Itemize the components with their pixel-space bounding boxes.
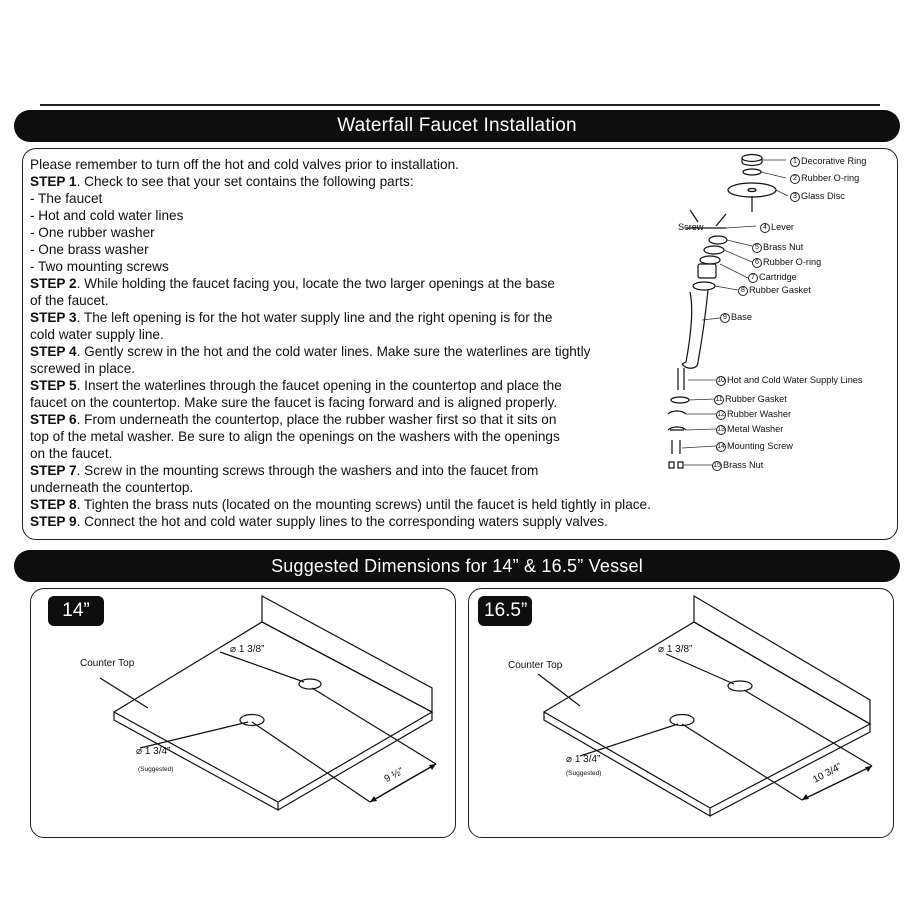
- step-3: STEP 3. The left opening is for the hot …: [30, 310, 553, 325]
- counter-top-label-14: Counter Top: [80, 658, 135, 669]
- suggested-label-14: (Suggested): [138, 766, 174, 773]
- size-badge-16-5: 16.5”: [478, 596, 532, 626]
- title-banner: Waterfall Faucet Installation: [14, 110, 900, 142]
- step-6: STEP 6. From underneath the countertop, …: [30, 412, 557, 427]
- step-5-cont: faucet on the countertop. Make sure the …: [30, 395, 558, 410]
- part-label-screw: Screw: [678, 222, 704, 232]
- faucet-exploded-diagram: [667, 153, 789, 469]
- small-hole-label-14: ⌀ 1 3/8”: [230, 644, 265, 655]
- counter-top-label-16-5: Counter Top: [508, 660, 563, 671]
- step-3-cont: cold water supply line.: [30, 327, 164, 342]
- step-8: STEP 8. Tighten the brass nuts (located …: [30, 497, 651, 512]
- step-6-cont: on the faucet.: [30, 446, 113, 461]
- step-7: STEP 7. Screw in the mounting screws thr…: [30, 463, 539, 478]
- step-1: STEP 1. Check to see that your set conta…: [30, 174, 414, 189]
- intro-line: Please remember to turn off the hot and …: [30, 157, 459, 172]
- part-item: - The faucet: [30, 191, 103, 206]
- top-divider: [40, 104, 880, 106]
- part-item: - Two mounting screws: [30, 259, 169, 274]
- instructions-text: Please remember to turn off the hot and …: [30, 156, 730, 530]
- step-4-cont: screwed in place.: [30, 361, 136, 376]
- step-2: STEP 2. While holding the faucet facing …: [30, 276, 555, 291]
- step-7-cont: underneath the countertop.: [30, 480, 194, 495]
- countertop-diagram-14: [99, 594, 437, 812]
- dimensions-banner: Suggested Dimensions for 14” & 16.5” Ves…: [14, 550, 900, 582]
- suggested-label-16-5: (Suggested): [566, 770, 602, 777]
- step-2-cont: of the faucet.: [30, 293, 109, 308]
- small-hole-label-16-5: ⌀ 1 3/8”: [658, 644, 693, 655]
- countertop-diagram-16-5: [537, 594, 873, 818]
- part-item: - Hot and cold water lines: [30, 208, 184, 223]
- part-item: - One rubber washer: [30, 225, 155, 240]
- dimension-panel-14: [30, 588, 456, 838]
- size-badge-14: 14”: [48, 596, 104, 626]
- step-9: STEP 9. Connect the hot and cold water s…: [30, 514, 608, 529]
- large-hole-label-14: ⌀ 1 3/4”: [136, 746, 171, 757]
- step-6-cont: top of the metal washer. Be sure to alig…: [30, 429, 560, 444]
- step-4: STEP 4. Gently screw in the hot and the …: [30, 344, 591, 359]
- large-hole-label-16-5: ⌀ 1 3/4”: [566, 754, 601, 765]
- step-5: STEP 5. Insert the waterlines through th…: [30, 378, 562, 393]
- part-item: - One brass washer: [30, 242, 149, 257]
- instructions-panel: [22, 148, 898, 540]
